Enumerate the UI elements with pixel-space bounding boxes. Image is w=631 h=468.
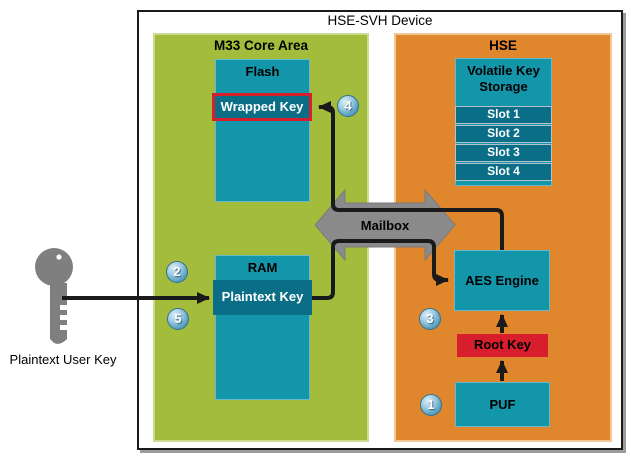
- hse-area-title: HSE: [489, 38, 517, 53]
- flash-box: Flash: [215, 59, 310, 202]
- m33-core-area-title: M33 Core Area: [213, 38, 309, 53]
- device-title: HSE-SVH Device: [327, 13, 433, 28]
- key-slot-1: Slot 1: [455, 106, 552, 124]
- key-icon: [35, 248, 73, 344]
- mailbox-label: Mailbox: [360, 218, 410, 233]
- plaintext-user-key-label: Plaintext User Key: [9, 352, 117, 367]
- wrapped-key-box: Wrapped Key: [212, 93, 312, 121]
- root-key-box: Root Key: [457, 334, 548, 357]
- step-badge-5: 5: [167, 308, 189, 330]
- step-badge-2: 2: [166, 261, 188, 283]
- plaintext-key-box: Plaintext Key: [213, 280, 312, 315]
- key-hole: [56, 254, 62, 260]
- volatile-key-storage-label: Volatile Key Storage: [467, 63, 540, 94]
- aes-engine-box: AES Engine: [454, 250, 550, 311]
- key-slot-3: Slot 3: [455, 144, 552, 162]
- step-badge-1: 1: [420, 394, 442, 416]
- key-slot-2: Slot 2: [455, 125, 552, 143]
- key-slot-4: Slot 4: [455, 163, 552, 181]
- puf-box: PUF: [455, 382, 550, 427]
- ram-label: RAM: [247, 260, 278, 275]
- step-badge-4: 4: [337, 95, 359, 117]
- ram-box: RAM: [215, 255, 310, 400]
- step-badge-3: 3: [419, 308, 441, 330]
- flash-label: Flash: [245, 64, 280, 79]
